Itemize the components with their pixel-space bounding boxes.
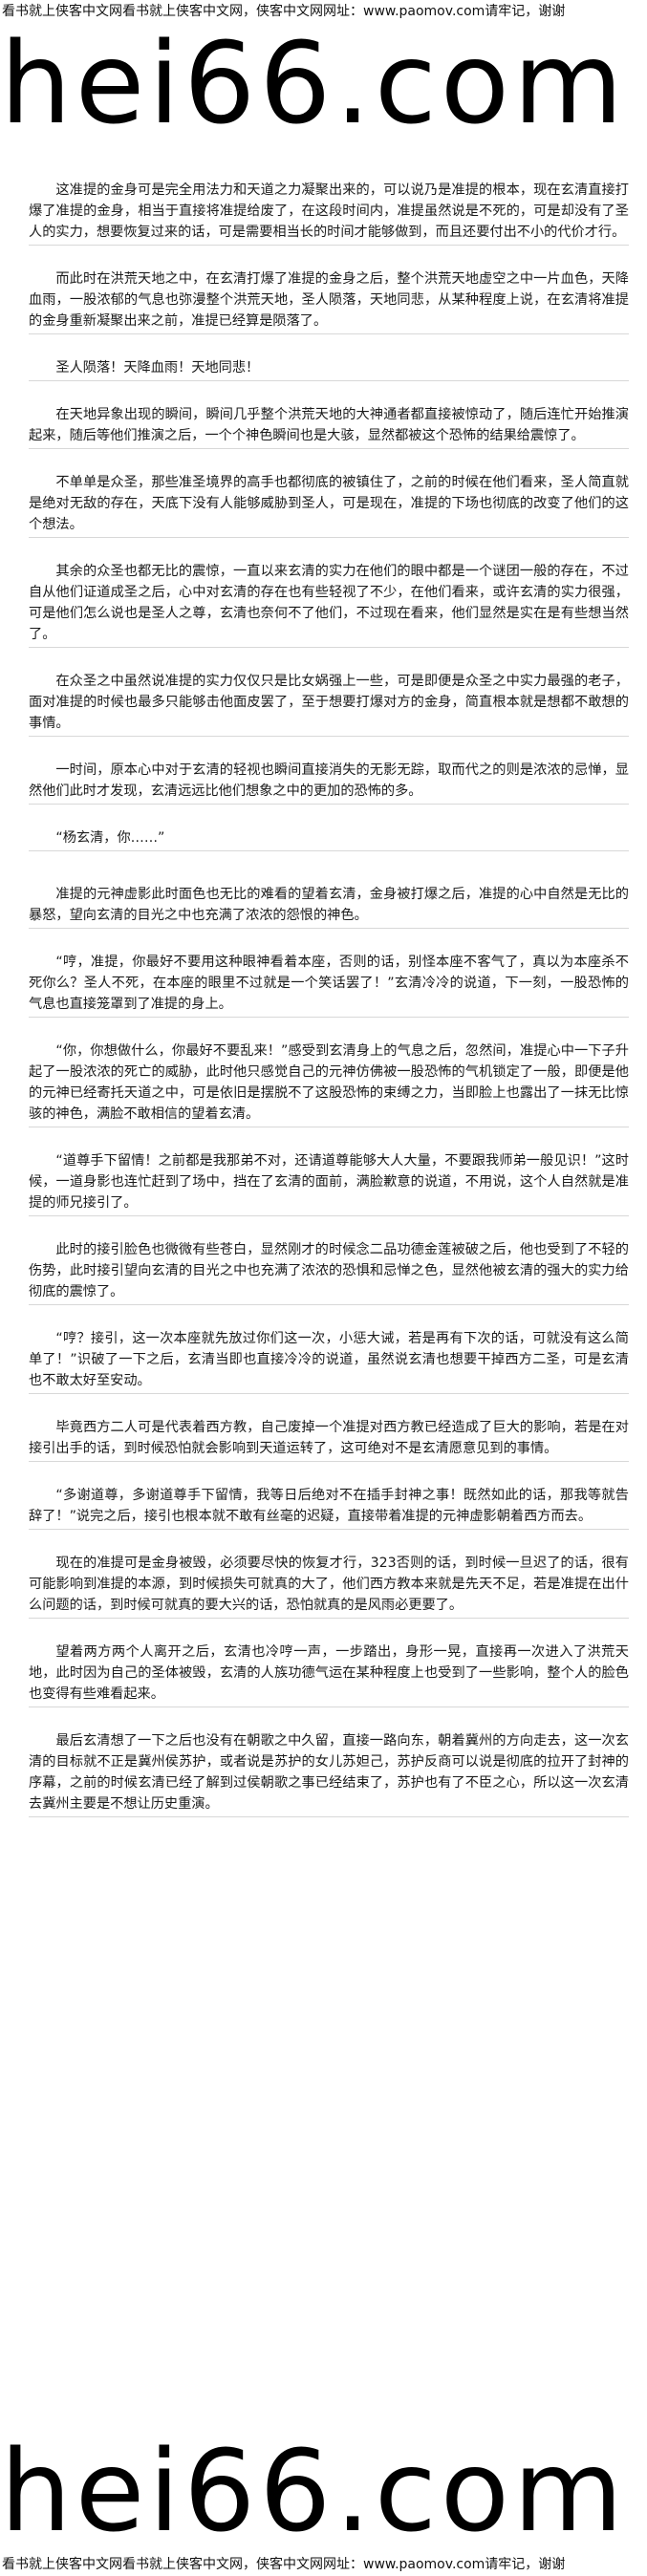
bottom-site-banner: 看书就上侠客中文网看书就上侠客中文网，侠客中文网网址：www.paomov.co… xyxy=(2,2557,566,2572)
paragraph: “哼？接引，这一次本座就先放过你们这一次，小惩大诫，若是再有下次的话，可就没有这… xyxy=(29,1328,629,1394)
paragraph: 不单单是众圣，那些准圣境界的高手也都彻底的被镇住了，之前的时候在他们看来，圣人简… xyxy=(29,472,629,538)
paragraph: 现在的准提可是金身被毁，必须要尽快的恢复才行，323否则的话，到时候一旦迟了的话… xyxy=(29,1553,629,1619)
paragraph: “杨玄清，你……” xyxy=(29,827,629,851)
paragraph: “哼，准提，你最好不要用这种眼神看着本座，否则的话，别怪本座不客气了，真以为本座… xyxy=(29,952,629,1018)
paragraph: 准提的元神虚影此时面色也无比的难看的望着玄清，金身被打爆之后，准提的心中自然是无… xyxy=(29,884,629,929)
top-site-banner: 看书就上侠客中文网看书就上侠客中文网，侠客中文网网址：www.paomov.co… xyxy=(2,4,566,19)
paragraph: 这准提的金身可是完全用法力和天道之力凝聚出来的，可以说乃是准提的根本，现在玄清直… xyxy=(29,180,629,246)
paragraph: 而此时在洪荒天地之中，在玄清打爆了准提的金身之后，整个洪荒天地虚空之中一片血色，… xyxy=(29,268,629,334)
paragraph: 在天地异象出现的瞬间，瞬间几乎整个洪荒天地的大神通者都直接被惊动了，随后连忙开始… xyxy=(29,404,629,449)
paragraph: “道尊手下留情！之前都是我那弟不对，还请道尊能够大人大量，不要跟我师弟一般见识！… xyxy=(29,1150,629,1216)
chapter-content: 这准提的金身可是完全用法力和天道之力凝聚出来的，可以说乃是准提的根本，现在玄清直… xyxy=(29,180,629,1840)
bottom-site-logo: hei66.com xyxy=(0,2425,627,2557)
paragraph: 望着两方两个人离开之后，玄清也冷哼一声，一步踏出，身形一晃，直接再一次进入了洪荒… xyxy=(29,1642,629,1707)
paragraph: “多谢道尊，多谢道尊手下留情，我等日后绝对不在插手封神之事！既然如此的话，那我等… xyxy=(29,1485,629,1530)
paragraph: 此时的接引脸色也微微有些苍白，显然刚才的时候念二品功德金莲被破之后，他也受到了不… xyxy=(29,1239,629,1305)
paragraph: 一时间，原本心中对于玄清的轻视也瞬间直接消失的无影无踪，取而代之的则是浓浓的忌惮… xyxy=(29,760,629,805)
paragraph: 圣人陨落！天降血雨！天地同悲！ xyxy=(29,357,629,381)
paragraph: 其余的众圣也都无比的震惊，一直以来玄清的实力在他们的眼中都是一个谜团一般的存在，… xyxy=(29,561,629,648)
paragraph: 毕竟西方二人可是代表着西方教，自己废掉一个准提对西方教已经造成了巨大的影响，若是… xyxy=(29,1417,629,1462)
top-site-logo: hei66.com xyxy=(0,17,627,149)
paragraph: “你，你想做什么，你最好不要乱来！”感受到玄清身上的气息之后，忽然间，准提心中一… xyxy=(29,1041,629,1127)
paragraph: 在众圣之中虽然说准提的实力仅仅只是比女娲强上一些，可是即便是众圣之中实力最强的老… xyxy=(29,671,629,737)
paragraph: 最后玄清想了一下之后也没有在朝歌之中久留，直接一路向东，朝着冀州的方向走去，这一… xyxy=(29,1730,629,1817)
